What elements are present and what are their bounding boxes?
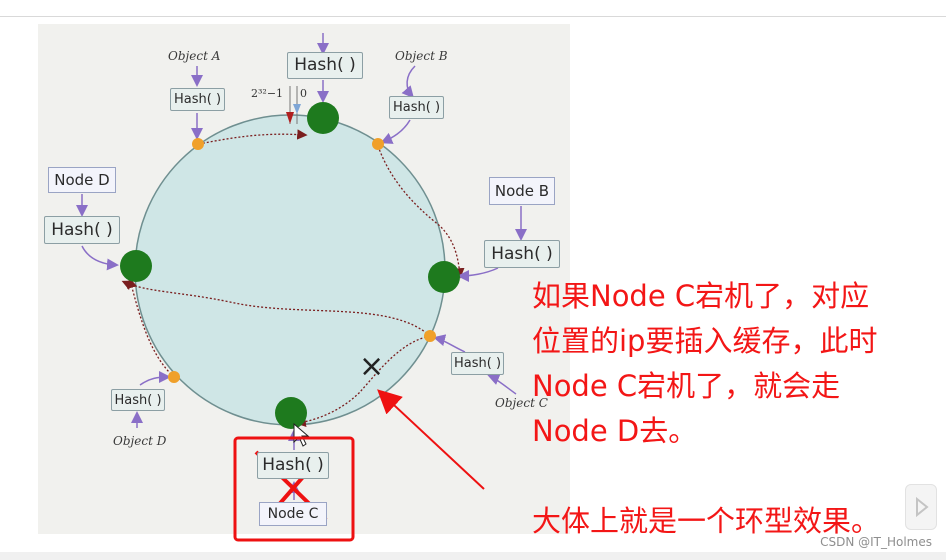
play-button[interactable]: [905, 484, 937, 530]
flow-arrow-a: [198, 129, 308, 145]
object-a-point: [192, 138, 204, 150]
node-c-point: [275, 397, 307, 429]
object-c-hash-box: Hash( ): [451, 352, 504, 375]
object-d-point: [168, 371, 180, 383]
object-b-label: Object B: [395, 49, 448, 63]
object-b-point: [372, 138, 384, 150]
ring-top-pointer: [286, 112, 294, 124]
node-c-box: Node C: [259, 502, 327, 526]
node-b-point: [428, 261, 460, 293]
top-hash-box: Hash( ): [287, 52, 363, 79]
object-c-point: [424, 330, 436, 342]
mouse-cursor-icon: [293, 422, 310, 447]
node-d-hash-box: Hash( ): [44, 216, 120, 244]
node-d-point: [120, 250, 152, 282]
annotation-line-2: 位置的ip要插入缓存，此时: [532, 324, 878, 358]
node-d-hash-arrow: [81, 245, 119, 271]
bottom-band: [0, 552, 946, 560]
object-b-arrow: [401, 65, 416, 99]
ring-zero-pointer: [293, 104, 301, 114]
annotation-line-1: 如果Node C宕机了，对应: [532, 279, 870, 313]
ring-max-label: 2³²−1: [251, 87, 284, 100]
annotation-line-4: Node D去。: [532, 414, 698, 448]
object-d-hash-arrow: [139, 371, 171, 386]
object-d-label: Object D: [113, 434, 167, 448]
object-b-hash-box: Hash( ): [389, 96, 444, 119]
hash-ring: [134, 114, 446, 426]
flow-arrow-c-original: [295, 335, 431, 427]
ring-zero-label: 0: [300, 87, 307, 100]
node-c-highlight-box: [233, 436, 355, 542]
node-c-hash-box: Hash( ): [257, 452, 329, 479]
node-b-box: Node B: [489, 177, 555, 205]
node-b-hash-arrow: [457, 267, 499, 282]
removed-position-cross-mark: ×: [359, 349, 385, 384]
node-d-box: Node D: [48, 167, 116, 193]
node-b-hash-box: Hash( ): [484, 240, 560, 268]
object-c-arrow: [487, 373, 517, 395]
annotation-spacer: [532, 454, 944, 499]
object-b-hash-arrow: [380, 119, 411, 144]
object-a-hash-box: Hash( ): [170, 88, 225, 111]
watermark: CSDN @IT_Holmes: [820, 535, 932, 549]
top-divider: [0, 16, 946, 17]
object-d-hash-box: Hash( ): [111, 389, 165, 411]
annotation-pointer-arrow: [377, 389, 485, 490]
annotation-line-3: Node C宕机了，就会走: [532, 369, 841, 403]
play-icon: [916, 496, 929, 518]
object-a-label: Object A: [168, 49, 221, 63]
node-top-point: [307, 102, 339, 134]
annotation-line-5: 大体上就是一个环型效果。: [532, 504, 881, 538]
annotation-text: 如果Node C宕机了，对应 位置的ip要插入缓存，此时 Node C宕机了，就…: [532, 274, 944, 544]
object-c-label: Object C: [495, 396, 548, 410]
object-c-hash-arrow: [433, 334, 466, 353]
